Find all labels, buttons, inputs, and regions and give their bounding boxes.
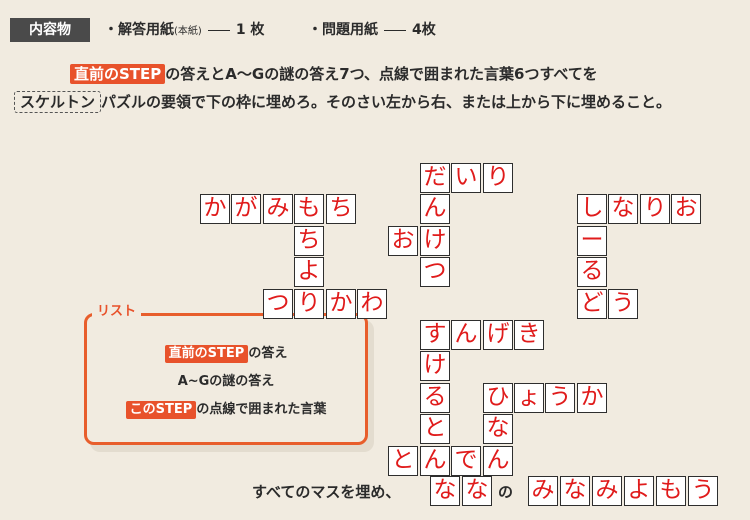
grid-cell[interactable]: け (420, 351, 450, 381)
contents-badge: 内容物 (10, 18, 90, 42)
grid-cell[interactable]: だ (420, 163, 450, 193)
grid-cell[interactable]: か (200, 194, 230, 224)
list-item-1-text: の答え (248, 346, 288, 361)
grid-cell[interactable]: で (451, 446, 481, 476)
step-tag: 直前のSTEP (70, 64, 166, 84)
grid-cell[interactable]: る (577, 257, 607, 287)
answer-sheet-count: 1 枚 (235, 22, 265, 38)
instruction-line-1-text: の答えとA～Gの謎の答え7つ、点線で囲まれた言葉6つすべてを (165, 65, 598, 83)
footer-answer-2-cell[interactable]: も (656, 476, 686, 506)
grid-cell[interactable]: ー (577, 226, 607, 256)
skeleton-tag: スケルトン (14, 91, 102, 113)
grid-cell[interactable]: ん (420, 194, 450, 224)
grid-cell[interactable]: な (608, 194, 638, 224)
grid-cell[interactable]: か (577, 383, 607, 413)
grid-cell[interactable]: が (231, 194, 261, 224)
footer-answer-1-cell[interactable]: な (462, 476, 492, 506)
grid-cell[interactable]: ち (294, 226, 324, 256)
instruction-line-2: スケルトンパズルの要領で下の枠に埋めろ。そのさい左から右、または上から下に埋める… (14, 90, 671, 114)
grid-cell[interactable]: も (294, 194, 324, 224)
grid-cell[interactable]: お (671, 194, 701, 224)
footer-answer-2-cell[interactable]: み (592, 476, 622, 506)
grid-cell[interactable]: る (420, 383, 450, 413)
grid-cell[interactable]: わ (357, 289, 387, 319)
grid-cell[interactable]: と (388, 446, 418, 476)
list-box (84, 313, 368, 445)
grid-cell[interactable]: り (294, 289, 324, 319)
grid-cell[interactable]: ん (451, 320, 481, 350)
grid-cell[interactable]: ん (483, 446, 513, 476)
problem-sheet-count: 4枚 (412, 22, 436, 38)
list-title: リスト (92, 304, 142, 320)
footer-answer-1-cell[interactable]: な (430, 476, 460, 506)
dash-divider (207, 29, 230, 31)
answer-sheet-item: ・解答用紙(本紙) 1 枚 (104, 20, 264, 42)
grid-cell[interactable]: ん (420, 446, 450, 476)
grid-cell[interactable]: と (420, 414, 450, 444)
footer-answer-2-cell[interactable]: う (688, 476, 718, 506)
footer-text: すべてのマスを埋め、 (252, 483, 401, 501)
problem-sheet-label: ・問題用紙 (308, 22, 378, 38)
list-item-riddle-answer: A~Gの謎の答え (177, 374, 275, 389)
dash-divider (384, 29, 406, 31)
answer-sheet-paren: (本紙) (174, 26, 202, 37)
grid-cell[interactable]: み (263, 194, 293, 224)
grid-cell[interactable]: し (577, 194, 607, 224)
footer-answer-2-cell[interactable]: よ (624, 476, 654, 506)
footer-answer-2-cell[interactable]: み (528, 476, 558, 506)
footer-answer-2-cell[interactable]: な (560, 476, 590, 506)
instruction-line-2-text: パズルの要領で下の枠に埋めろ。そのさい左から右、または上から下に埋めること。 (101, 93, 672, 111)
grid-cell[interactable]: う (608, 289, 638, 319)
grid-cell[interactable]: な (483, 414, 513, 444)
grid-cell[interactable]: け (420, 226, 450, 256)
grid-cell[interactable]: お (388, 226, 418, 256)
list-step-tag: 直前のSTEP (164, 345, 249, 363)
grid-cell[interactable]: き (514, 320, 544, 350)
list-this-step-tag: このSTEP (125, 401, 197, 419)
problem-sheet-item: ・問題用紙 4枚 (308, 20, 436, 40)
list-item-3-text: の点線で囲まれた言葉 (196, 402, 327, 417)
grid-cell[interactable]: り (483, 163, 513, 193)
grid-cell[interactable]: つ (420, 257, 450, 287)
footer-connector: の (498, 483, 514, 501)
grid-cell[interactable]: ょ (514, 383, 544, 413)
grid-cell[interactable]: う (545, 383, 575, 413)
grid-cell[interactable]: つ (263, 289, 293, 319)
grid-cell[interactable]: ど (577, 289, 607, 319)
grid-cell[interactable]: す (420, 320, 450, 350)
grid-cell[interactable]: ひ (483, 383, 513, 413)
grid-cell[interactable]: い (451, 163, 481, 193)
grid-cell[interactable]: か (326, 289, 356, 319)
grid-cell[interactable]: げ (483, 320, 513, 350)
grid-cell[interactable]: よ (294, 257, 324, 287)
grid-cell[interactable]: り (640, 194, 670, 224)
answer-sheet-label: ・解答用紙 (104, 22, 174, 38)
grid-cell[interactable]: ち (326, 194, 356, 224)
header: 内容物 ・解答用紙(本紙) 1 枚 ・問題用紙 4枚 (0, 0, 750, 60)
